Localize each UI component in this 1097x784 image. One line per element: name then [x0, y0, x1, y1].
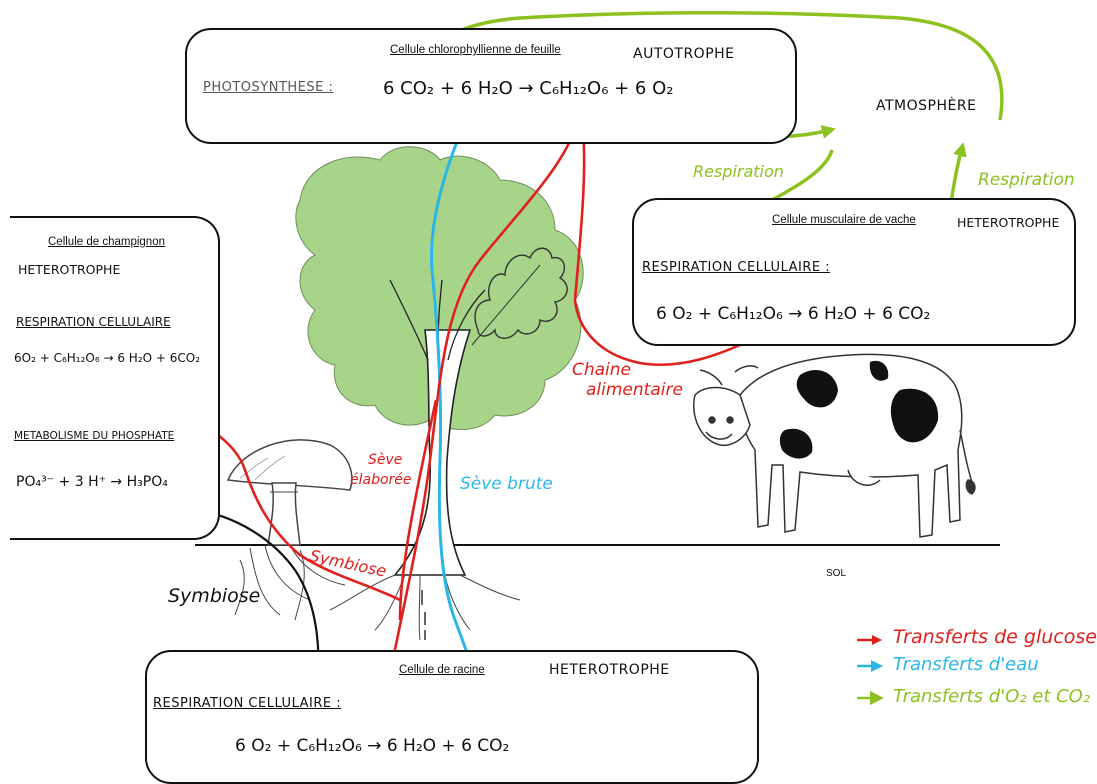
cow-cell-equation: 6 O₂ + C₆H₁₂O₆ → 6 H₂O + 6 CO₂: [656, 304, 931, 324]
tree-canopy: [295, 146, 584, 430]
mushroom-drawing: [226, 439, 353, 546]
cow-cell-type: HETEROTROPHE: [957, 215, 1060, 230]
tree-trunk: [393, 329, 472, 576]
oak-leaf-vein: [471, 264, 541, 346]
sol-label: SOL: [826, 568, 847, 579]
chaine-label: Chaine: [572, 360, 632, 380]
mushroom-cell-type: HETEROTROPHE: [18, 262, 121, 277]
root-marks: [421, 590, 426, 640]
root-cell-process: RESPIRATION CELLULAIRE :: [153, 696, 342, 711]
legend-arrows: [857, 635, 884, 705]
legend-water: Transferts d'eau: [893, 654, 1039, 675]
leaf-cell-type: AUTOTROPHE: [633, 46, 735, 62]
mushroom-cell-name: Cellule de champignon: [48, 236, 165, 248]
seve-label: Sève: [368, 452, 403, 468]
diagram-scene: [0, 10, 1004, 746]
cow-cell-name: Cellule musculaire de vache: [772, 214, 916, 226]
root-cell-equation: 6 O₂ + C₆H₁₂O₆ → 6 H₂O + 6 CO₂: [235, 736, 510, 756]
alimentaire-label: alimentaire: [586, 380, 683, 400]
legend-gas: Transferts d'O₂ et CO₂: [893, 686, 1091, 707]
mushroom-cell-process-1: RESPIRATION CELLULAIRE: [16, 315, 171, 329]
leaf-cell-box: Cellule chlorophyllienne de feuille AUTO…: [185, 28, 797, 144]
legend-glucose: Transferts de glucose: [893, 626, 1097, 648]
root-cell-name: Cellule de racine: [399, 664, 485, 676]
respiration-label-right: Respiration: [978, 170, 1075, 190]
symbiose-black-label: Symbiose: [168, 585, 261, 607]
mushroom-cell-box: Cellule de champignon HETEROTROPHE RESPI…: [10, 216, 220, 540]
respiration-label-left: Respiration: [693, 162, 784, 181]
cow-drawing: [693, 353, 976, 538]
root-cell-type: HETEROTROPHE: [549, 662, 670, 678]
root-cell-box: Cellule de racine HETEROTROPHE RESPIRATI…: [145, 650, 759, 784]
seve-brute-label: Sève brute: [460, 474, 553, 494]
elaboree-label: élaborée: [350, 472, 412, 488]
mushroom-cell-process-2: METABOLISME DU PHOSPHATE: [14, 430, 175, 442]
mushroom-cell-equation-1: 6O₂ + C₆H₁₂O₆ → 6 H₂O + 6CO₂: [14, 351, 201, 365]
mushroom-cell-equation-2: PO₄³⁻ + 3 H⁺ → H₃PO₄: [16, 474, 168, 490]
oak-leaf-drawing: [474, 247, 568, 339]
leaf-cell-name: Cellule chlorophyllienne de feuille: [390, 44, 561, 56]
leaf-cell-process: PHOTOSYNTHESE :: [203, 80, 334, 95]
leaf-cell-equation: 6 CO₂ + 6 H₂O → C₆H₁₂O₆ + 6 O₂: [383, 78, 674, 99]
symbiose-black-arrow: [184, 508, 325, 680]
atmosphere-label: ATMOSPHÈRE: [876, 98, 977, 114]
cow-cell-box: Cellule musculaire de vache HETEROTROPHE…: [632, 198, 1076, 346]
cow-cell-process: RESPIRATION CELLULAIRE :: [642, 260, 831, 275]
